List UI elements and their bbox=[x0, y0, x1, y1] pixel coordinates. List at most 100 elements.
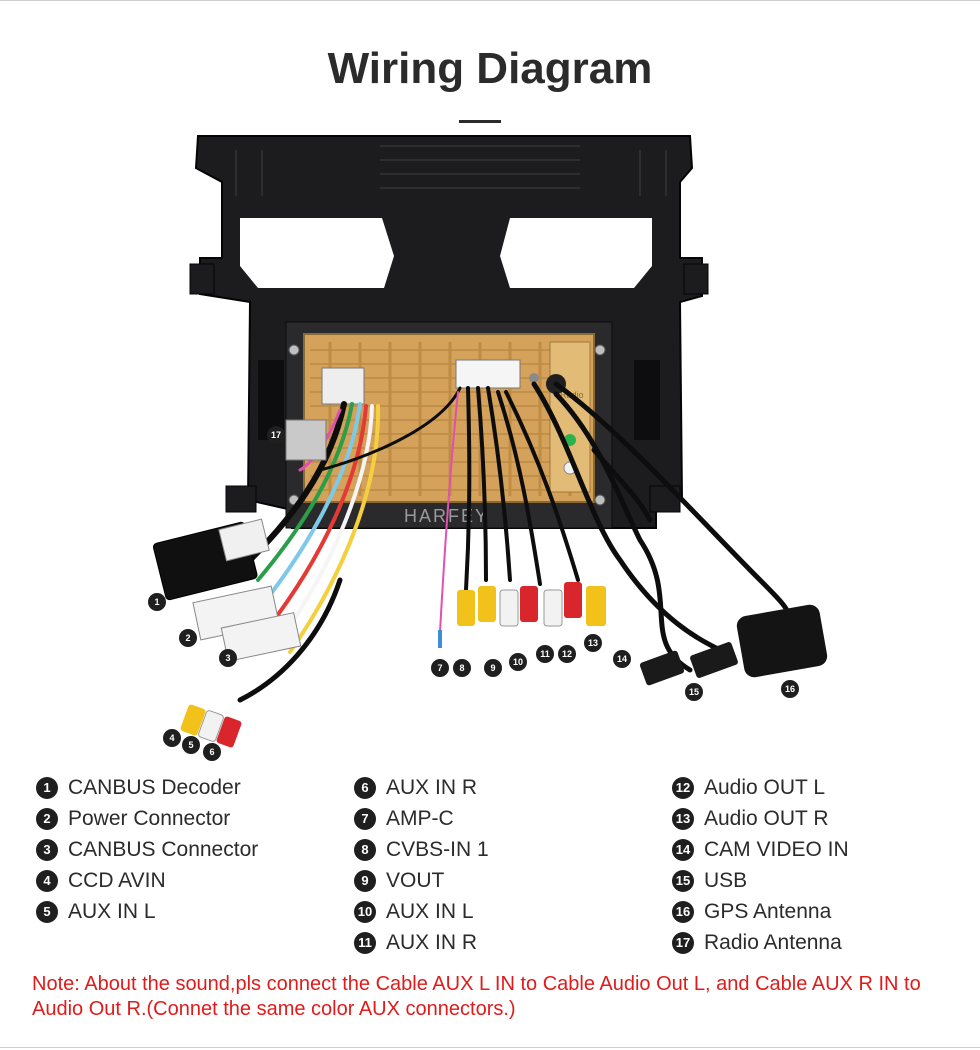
legend-label: Audio OUT L bbox=[704, 775, 826, 799]
sound-connection-note: Note: About the sound,pls connect the Ca… bbox=[32, 973, 921, 1020]
legend-label: Audio OUT R bbox=[704, 806, 829, 830]
legend-label: AUX IN R bbox=[386, 775, 478, 799]
legend-label: Radio Antenna bbox=[704, 930, 842, 954]
callout-12: 12 bbox=[558, 645, 576, 663]
wiring-diagram-illustration: Radio HARFEY bbox=[148, 135, 828, 761]
legend-label: CVBS-IN 1 bbox=[386, 837, 489, 861]
legend-item: 16 GPS Antenna bbox=[672, 896, 849, 927]
legend-label: AMP-C bbox=[386, 806, 454, 830]
svg-text:16: 16 bbox=[785, 684, 795, 694]
legend-label: AUX IN L bbox=[386, 899, 474, 923]
svg-text:17: 17 bbox=[271, 430, 281, 440]
wire-harness bbox=[237, 381, 793, 703]
callout-14: 14 bbox=[613, 650, 631, 668]
legend-label: Power Connector bbox=[68, 806, 231, 830]
legend-number: 4 bbox=[36, 869, 58, 892]
legend-item: 3 CANBUS Connector bbox=[36, 834, 258, 865]
callout-15: 15 bbox=[685, 683, 703, 701]
gps-antenna-puck bbox=[736, 604, 828, 678]
legend-item: 4 CCD AVIN bbox=[36, 865, 258, 896]
usb-connector-a bbox=[639, 650, 685, 686]
callout-9: 9 bbox=[484, 659, 502, 677]
svg-text:11: 11 bbox=[540, 649, 550, 659]
legend-number: 11 bbox=[354, 931, 376, 954]
usb-connector-b bbox=[690, 642, 738, 678]
callout-1: 1 bbox=[148, 593, 166, 611]
svg-text:3: 3 bbox=[225, 653, 230, 663]
page-title: Wiring Diagram bbox=[327, 44, 653, 93]
svg-text:15: 15 bbox=[689, 687, 699, 697]
legend-label: AUX IN L bbox=[68, 899, 156, 923]
legend-item: 5 AUX IN L bbox=[36, 896, 258, 927]
legend-item: 1 CANBUS Decoder bbox=[36, 772, 258, 803]
legend-number: 15 bbox=[672, 869, 694, 892]
legend-label: VOUT bbox=[386, 868, 445, 892]
legend-number: 12 bbox=[672, 776, 694, 799]
svg-text:5: 5 bbox=[188, 740, 193, 750]
legend-number: 6 bbox=[354, 776, 376, 799]
bottom-border bbox=[0, 1047, 980, 1048]
legend-label: CAM VIDEO IN bbox=[704, 837, 849, 861]
brand-watermark: HARFEY bbox=[404, 506, 489, 526]
legend-item: 11 AUX IN R bbox=[354, 927, 489, 958]
rca-plugs-left bbox=[180, 704, 242, 748]
legend-number: 8 bbox=[354, 838, 376, 861]
legend-number: 10 bbox=[354, 900, 376, 923]
svg-text:4: 4 bbox=[169, 733, 174, 743]
callout-3: 3 bbox=[219, 649, 237, 667]
legend-column-1: 1 CANBUS Decoder 2 Power Connector 3 CANBUS… bbox=[36, 772, 258, 927]
legend-item: 6 AUX IN R bbox=[354, 772, 489, 803]
callout-5: 5 bbox=[182, 736, 200, 754]
legend-label: CCD AVIN bbox=[68, 868, 166, 892]
legend-number: 9 bbox=[354, 869, 376, 892]
legend-item: 10 AUX IN L bbox=[354, 896, 489, 927]
legend-number: 1 bbox=[36, 776, 58, 799]
svg-text:2: 2 bbox=[185, 633, 190, 643]
legend-label: CANBUS Decoder bbox=[68, 775, 241, 799]
legend-label: CANBUS Connector bbox=[68, 837, 259, 861]
callout-11: 11 bbox=[536, 645, 554, 663]
legend-number: 17 bbox=[672, 931, 694, 954]
radio-antenna-connector bbox=[285, 419, 327, 461]
legend-item: 7 AMP-C bbox=[354, 803, 489, 834]
legend-item: 2 Power Connector bbox=[36, 803, 258, 834]
callout-17: 17 bbox=[267, 426, 285, 444]
svg-text:14: 14 bbox=[617, 654, 627, 664]
callout-7: 7 bbox=[431, 659, 449, 677]
svg-text:13: 13 bbox=[588, 638, 598, 648]
callout-4: 4 bbox=[163, 729, 181, 747]
legend-number: 7 bbox=[354, 807, 376, 830]
svg-text:9: 9 bbox=[490, 663, 495, 673]
legend-item: 15 USB bbox=[672, 865, 849, 896]
legend-number: 16 bbox=[672, 900, 694, 923]
legend-item: 14 CAM VIDEO IN bbox=[672, 834, 849, 865]
svg-text:6: 6 bbox=[209, 747, 214, 757]
title-underline bbox=[459, 120, 501, 123]
svg-text:7: 7 bbox=[437, 663, 442, 673]
legend-item: 9 VOUT bbox=[354, 865, 489, 896]
svg-text:8: 8 bbox=[459, 663, 464, 673]
legend-number: 2 bbox=[36, 807, 58, 830]
canbus-connector-plug bbox=[220, 612, 302, 662]
legend-label: AUX IN R bbox=[386, 930, 478, 954]
legend-item: 8 CVBS-IN 1 bbox=[354, 834, 489, 865]
legend-label: GPS Antenna bbox=[704, 899, 832, 923]
callout-6: 6 bbox=[203, 743, 221, 761]
legend-number: 3 bbox=[36, 838, 58, 861]
callout-8: 8 bbox=[453, 659, 471, 677]
callout-13: 13 bbox=[584, 634, 602, 652]
svg-text:12: 12 bbox=[562, 649, 572, 659]
legend-item: 17 Radio Antenna bbox=[672, 927, 849, 958]
svg-text:1: 1 bbox=[154, 597, 159, 607]
top-border bbox=[0, 0, 980, 1]
callout-2: 2 bbox=[179, 629, 197, 647]
decoder-plug bbox=[218, 518, 270, 562]
legend-number: 14 bbox=[672, 838, 694, 861]
legend-number: 5 bbox=[36, 900, 58, 923]
svg-text:10: 10 bbox=[513, 657, 523, 667]
legend-label: USB bbox=[704, 868, 748, 892]
callout-16: 16 bbox=[781, 680, 799, 698]
